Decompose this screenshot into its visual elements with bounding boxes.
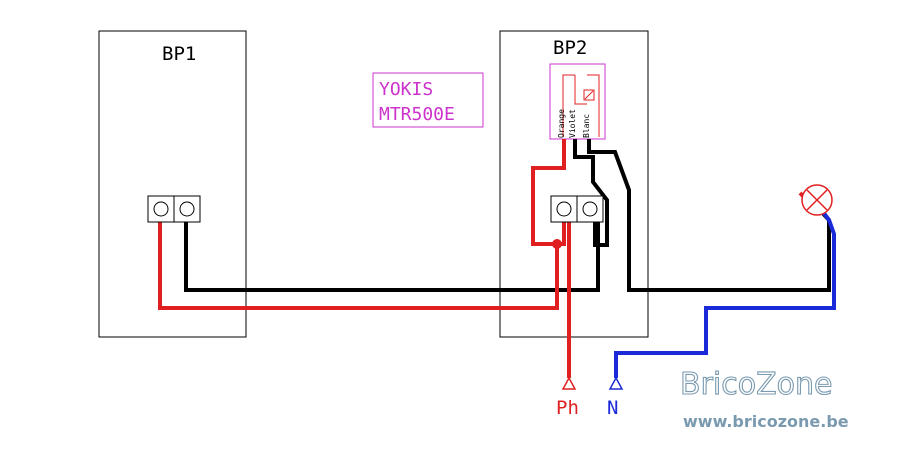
terminal-block-bp2 (550, 195, 604, 223)
junction-dot (552, 239, 562, 249)
red-wires (158, 139, 814, 378)
neutral-terminal-icon (608, 376, 624, 390)
terminal-block-bp1 (147, 195, 201, 223)
black-wires (184, 139, 831, 292)
module-wire-label-violet: Violet (568, 109, 577, 138)
yokis-module: Orange Violet Blanc (549, 63, 606, 140)
module-model-text: MTR500E (379, 104, 455, 125)
bp1-label: BP1 (162, 43, 196, 65)
module-wire-label-blanc: Blanc (582, 114, 591, 138)
module-wire-label-orange: Orange (557, 109, 566, 138)
neutral-label: N (607, 397, 618, 419)
phase-terminal-icon (561, 376, 577, 390)
bp1-box (98, 30, 247, 338)
lamp-icon (801, 184, 833, 216)
bp2-label: BP2 (553, 37, 587, 59)
watermark-url: www.bricozone.be (683, 412, 849, 431)
module-brand-text: YOKIS (379, 79, 433, 100)
watermark-logo: BricoZone (680, 367, 832, 402)
phase-label: Ph (556, 397, 579, 419)
bp2-box (499, 30, 649, 338)
module-brand-box (372, 72, 484, 128)
blue-wire (614, 210, 836, 378)
